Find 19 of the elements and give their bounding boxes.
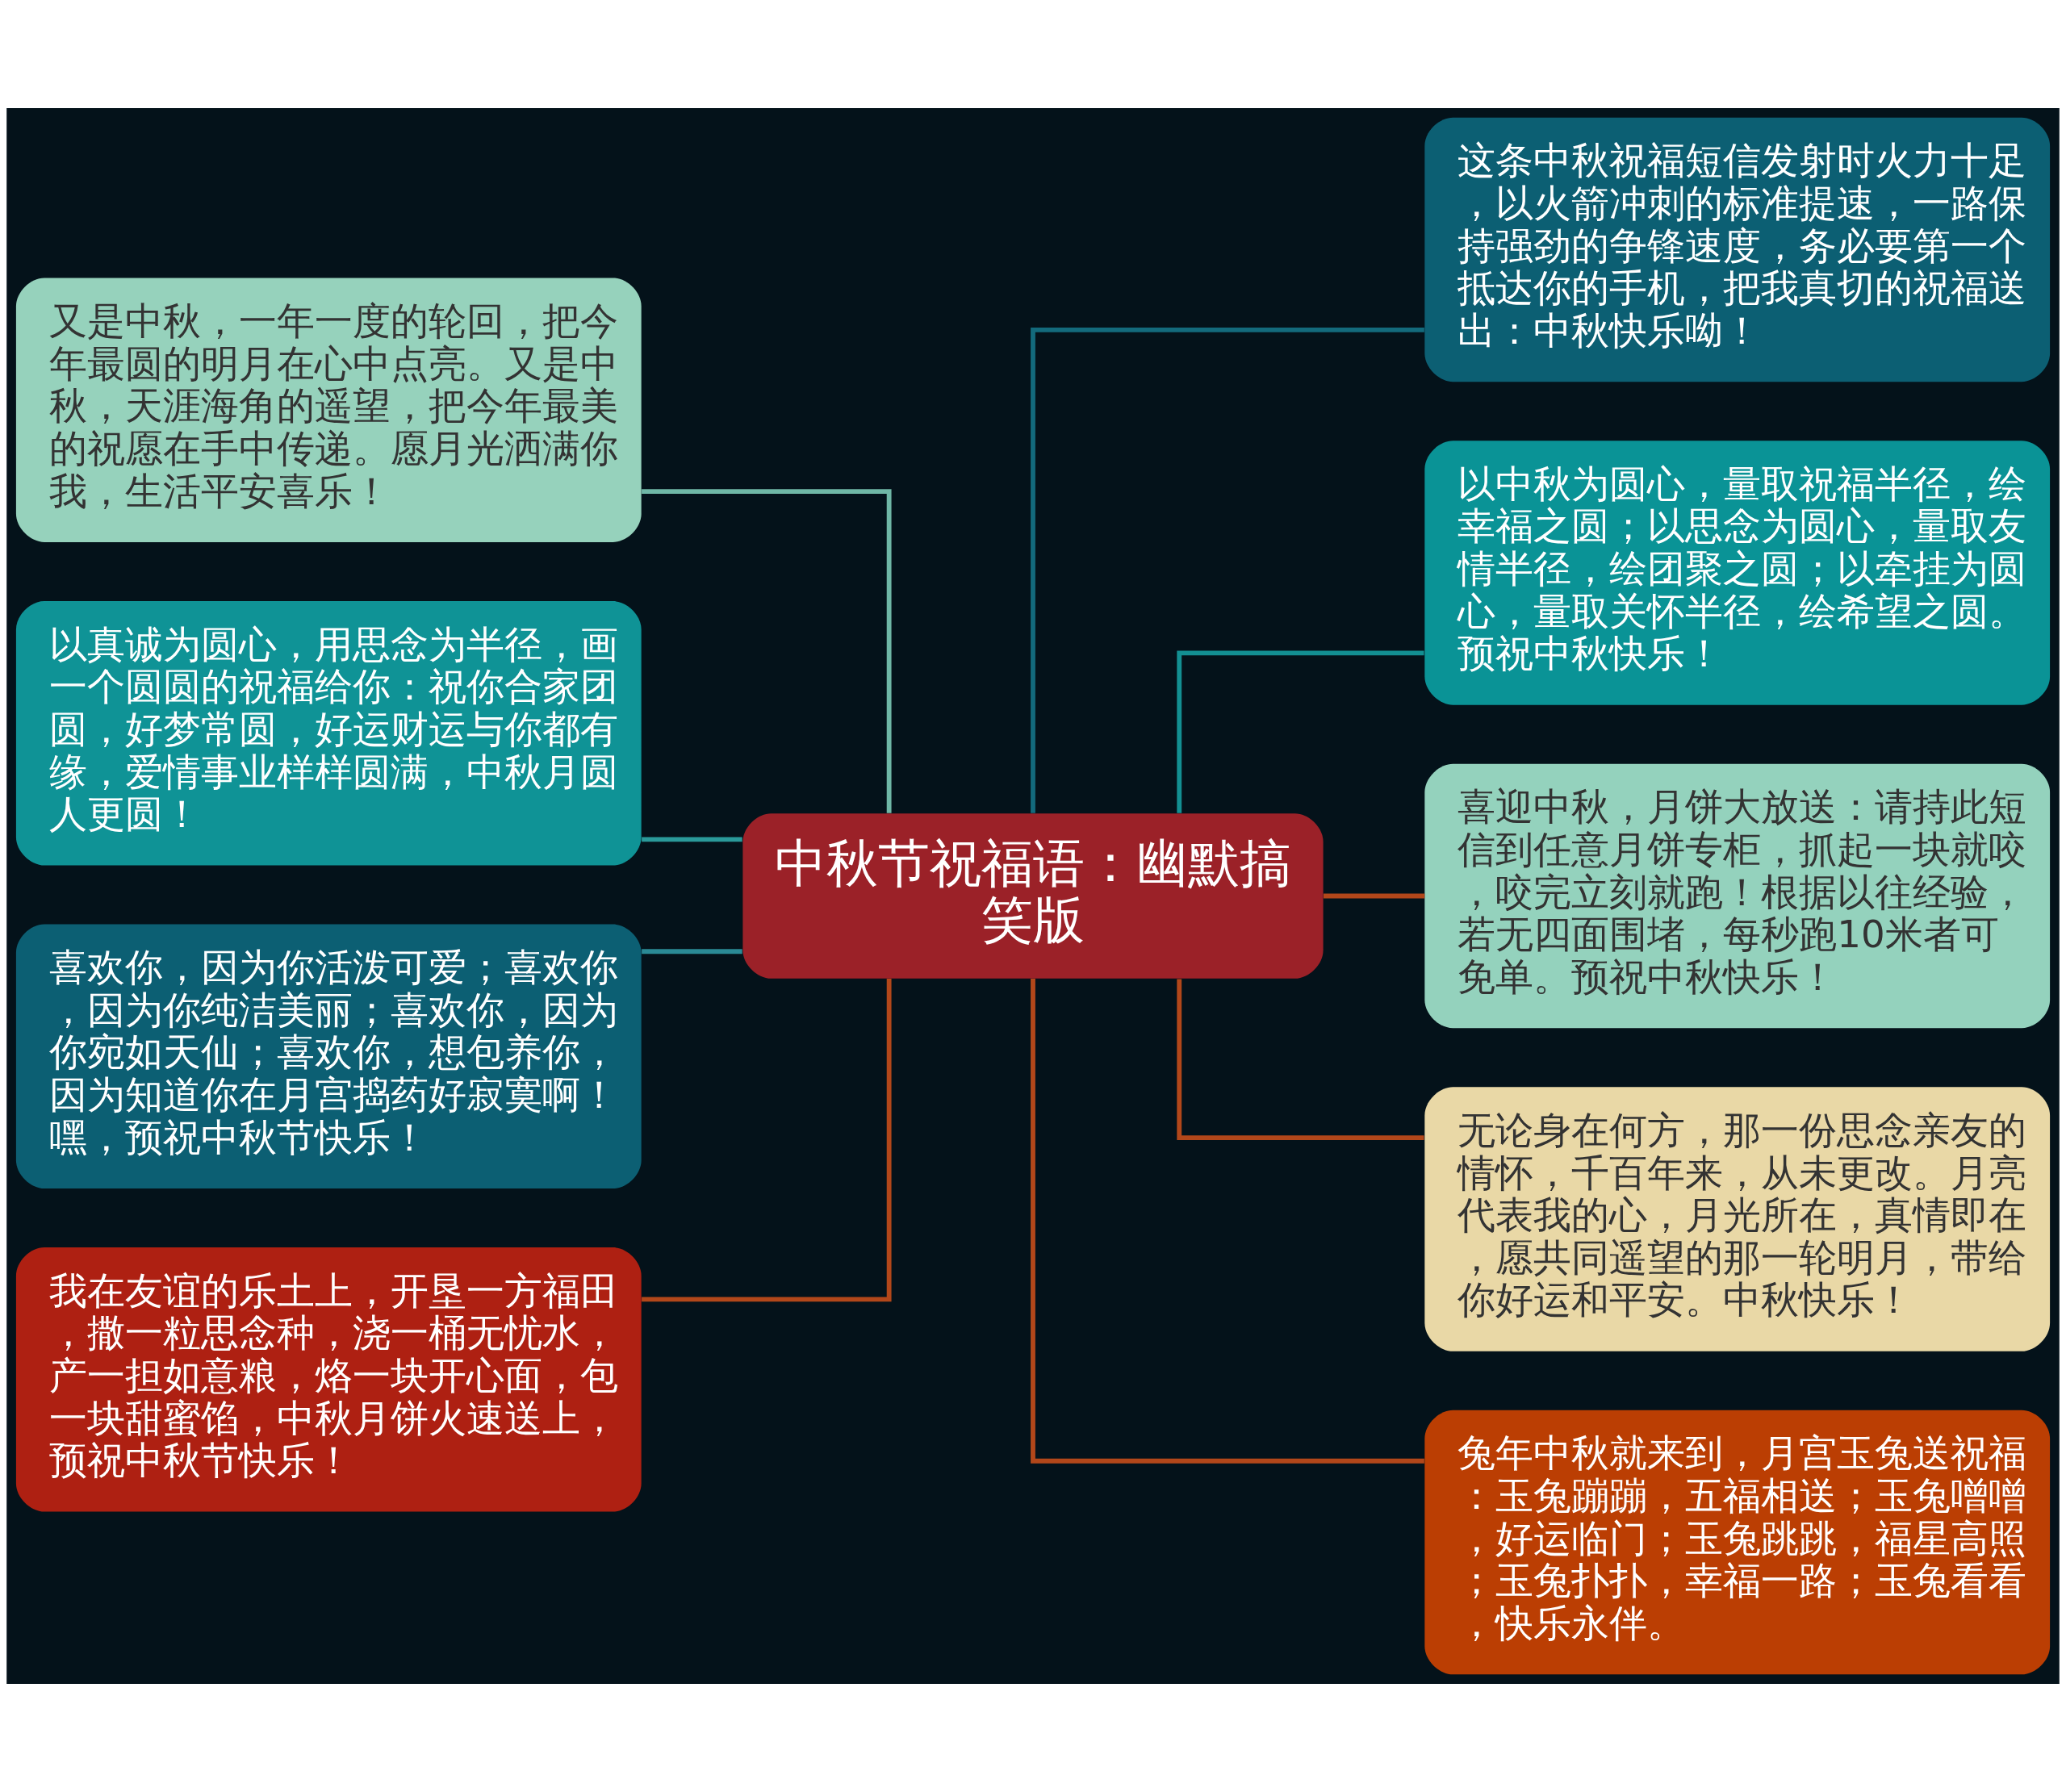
connector [1177, 979, 1424, 1141]
node-box: 喜迎中秋，月饼大放送：请持此短信到任意月饼专柜，抓起一块就咬，咬完立刻就跑！根据以往经验，若无四面围堵，每秒跑10米者可免单。预祝中秋快乐！ [1424, 763, 2051, 1029]
connector [1031, 979, 1424, 1464]
connector [642, 489, 892, 813]
node-box: 以真诚为圆心，用思念为半径，画一个圆圆的祝福给你：祝你合家团圆，好梦常圆，好运财运与你都有缘，爱情事业样样圆满，中秋月圆人更圆！ [15, 601, 642, 866]
node-box: 这条中秋祝福短信发射时火力十足，以火箭冲刺的标准提速，一路保持强劲的争锋速度，务必要第一个抵达你的手机，把我真切的祝福送出：中秋快乐呦！ [1424, 117, 2051, 382]
node-box: 兔年中秋就来到，月宫玉兔送祝福：玉兔蹦蹦，五福相送；玉兔噌噌，好运临门；玉兔跳跳，福星高照；玉兔扑扑，幸福一路；玉兔看看，快乐永伴。 [1424, 1410, 2051, 1675]
connector [1177, 650, 1424, 813]
connector [1324, 893, 1425, 899]
connector [642, 837, 742, 842]
connector [642, 949, 742, 954]
node-box: 喜欢你，因为你活泼可爱；喜欢你，因为你纯洁美丽；喜欢你，因为你宛如天仙；喜欢你，想包养你，因为知道你在月宫捣药好寂寞啊！嘿，预祝中秋节快乐！ [15, 924, 642, 1189]
node-box: 又是中秋，一年一度的轮回，把今年最圆的明月在心中点亮。又是中秋，天涯海角的遥望，把今年最美的祝愿在手中传递。愿月光洒满你我，生活平安喜乐！ [15, 278, 642, 542]
node-box: 以中秋为圆心，量取祝福半径，绘幸福之圆；以思念为圆心，量取友情半径，绘团聚之圆；以牵挂为圆心，量取关怀半径，绘希望之圆。预祝中秋快乐！ [1424, 441, 2051, 705]
node-box: 中秋节祝福语：幽默搞笑版 [742, 813, 1324, 979]
connector [1031, 327, 1424, 813]
node-box: 我在友谊的乐土上，开垦一方福田，撒一粒思念种，浇一桶无忧水，产一担如意粮，烙一块开心面，包一块甜蜜馅，中秋月饼火速送上，预祝中秋节快乐！ [15, 1247, 642, 1512]
node-box: 无论身在何方，那一份思念亲友的情怀，千百年来，从未更改。月亮代表我的心，月光所在，真情即在，愿共同遥望的那一轮明月，带给你好运和平安。中秋快乐！ [1424, 1087, 2051, 1351]
connector [642, 978, 892, 1302]
